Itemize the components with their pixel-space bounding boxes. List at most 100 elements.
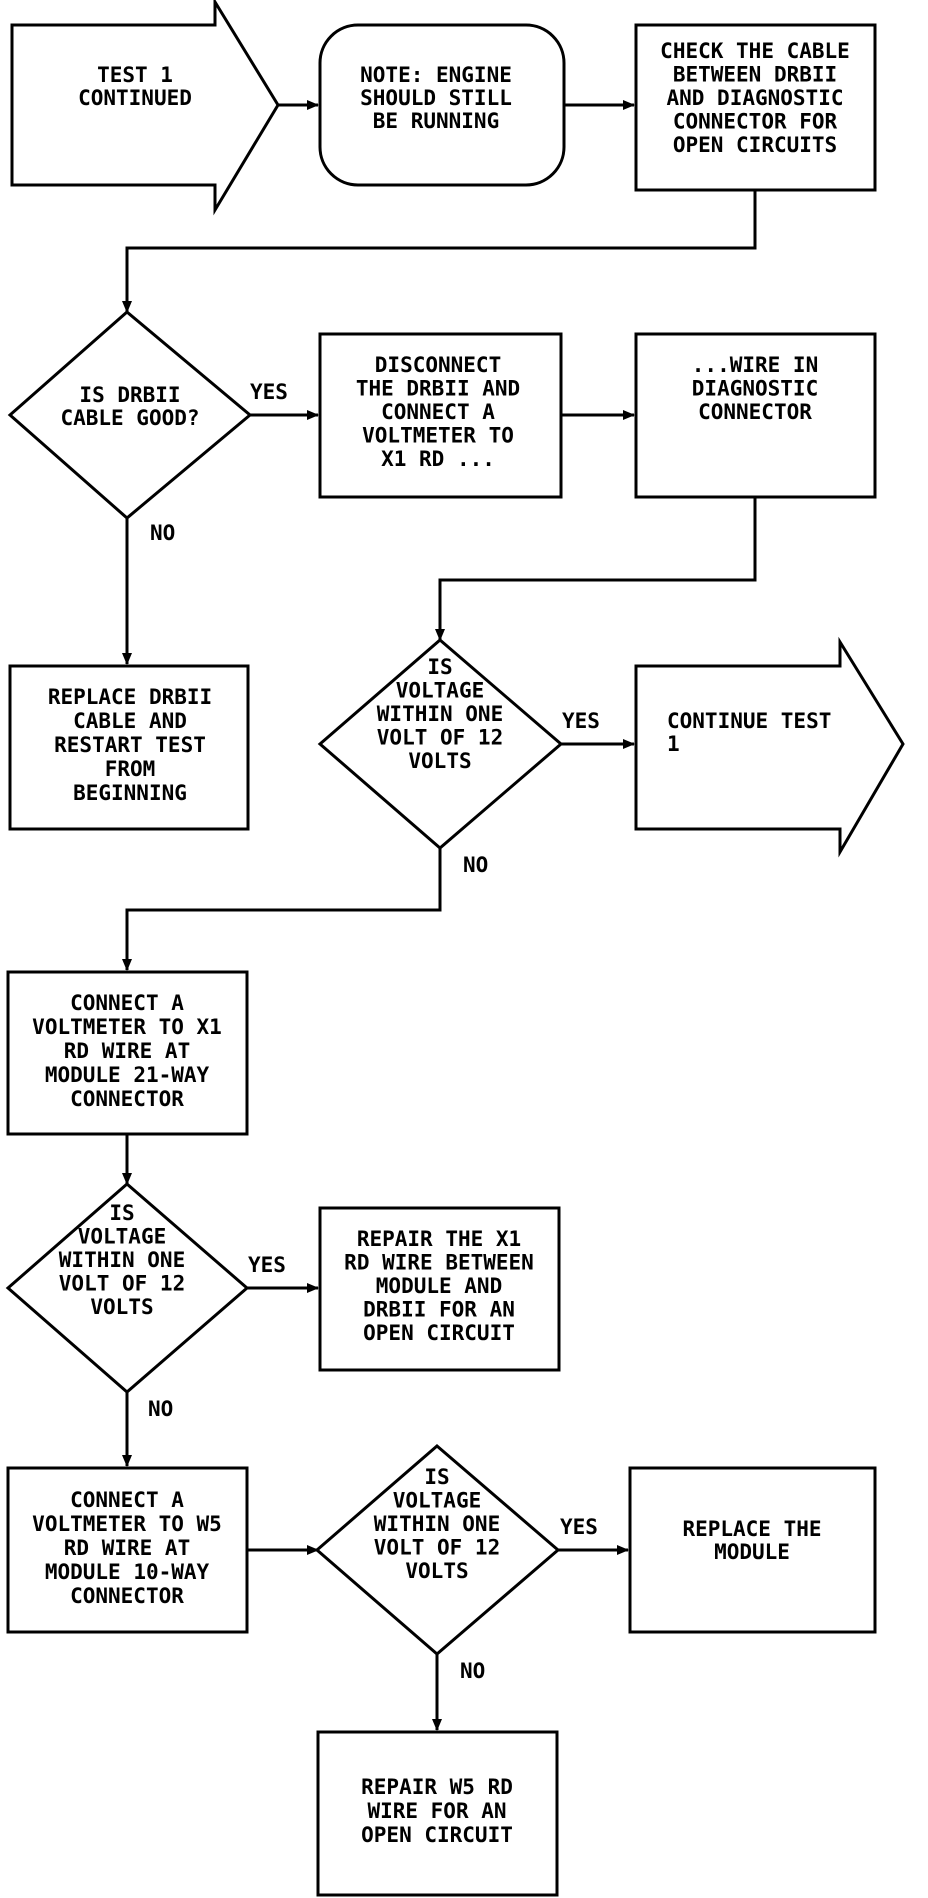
node-text-line: VOLTS: [90, 1295, 153, 1319]
node-text-line: 1: [667, 732, 680, 756]
connector-check-cable-to-decision: [122, 190, 757, 313]
node-text-line: CONNECTOR: [698, 400, 812, 424]
node-text-line: VOLTS: [408, 749, 471, 773]
node-text-line: RD WIRE AT: [64, 1536, 190, 1560]
node-text-line: CONNECT A: [381, 400, 495, 424]
node-text-line: VOLTAGE: [78, 1225, 167, 1249]
cable-good-yes-label: YES: [250, 380, 288, 404]
test1-continued-arrow: [10, 0, 280, 216]
node-text-line: CHECK THE CABLE: [660, 39, 850, 63]
wire-in-diag-box: [634, 332, 877, 499]
node-text-line: VOLT OF 12: [377, 726, 503, 750]
node-text-line: AND DIAGNOSTIC: [666, 86, 843, 110]
node-text-line: DISCONNECT: [375, 353, 501, 377]
node-text-line: VOLTAGE: [393, 1489, 482, 1513]
node-text-line: OPEN CIRCUIT: [363, 1321, 515, 1345]
connector-voltage1-no: [122, 848, 442, 971]
shapes: [5, 0, 905, 1897]
node-text-line: CONTINUE TEST: [667, 709, 831, 733]
voltage3-no-label: NO: [460, 1659, 485, 1683]
node-text-line: RD WIRE AT: [64, 1039, 190, 1063]
node-text-line: VOLT OF 12: [374, 1536, 500, 1560]
connectors: [122, 100, 757, 1731]
replace-module-box: [628, 1466, 877, 1634]
node-text-line: REPAIR THE X1: [357, 1227, 521, 1251]
node-text-line: TEST 1: [97, 63, 173, 87]
cable-good-no-label: NO: [150, 521, 175, 545]
node-text-line: OPEN CIRCUIT: [361, 1823, 513, 1847]
node-text-line: VOLT OF 12: [59, 1272, 185, 1296]
node-text-line: CONNECTOR: [70, 1584, 184, 1608]
node-text-line: REPLACE THE: [682, 1517, 821, 1541]
node-text-line: RESTART TEST: [54, 733, 206, 757]
voltage1-diamond: [317, 638, 564, 850]
node-text-line: VOLTMETER TO W5: [32, 1512, 222, 1536]
node-text-line: CABLE GOOD?: [60, 406, 199, 430]
connect-x1-box: [6, 970, 249, 1136]
node-text-line: REPAIR W5 RD: [361, 1775, 513, 1799]
node-text-line: MODULE AND: [376, 1274, 502, 1298]
node-text-line: WITHIN ONE: [374, 1512, 500, 1536]
node-text-line: RD WIRE BETWEEN: [344, 1251, 534, 1275]
voltage2-yes-label: YES: [248, 1253, 286, 1277]
voltage3-diamond: [314, 1444, 561, 1656]
node-text-line: REPLACE DRBII: [48, 685, 212, 709]
node-text-line: FROM: [105, 757, 156, 781]
repair-x1-box: [318, 1206, 561, 1372]
node-text-line: OPEN CIRCUITS: [673, 133, 837, 157]
voltage1-yes-label: YES: [562, 709, 600, 733]
check-cable-box: [634, 23, 877, 192]
node-text-line: ...WIRE IN: [692, 353, 818, 377]
node-text-line: VOLTMETER TO X1: [32, 1015, 222, 1039]
voltage3-yes-label: YES: [560, 1515, 598, 1539]
node-text-line: IS DRBII: [79, 383, 180, 407]
disconnect-drbii-box: [318, 332, 563, 499]
node-text-line: CONNECT A: [70, 991, 184, 1015]
replace-drbii-cable-box: [8, 664, 250, 831]
node-text-line: IS: [109, 1201, 134, 1225]
connect-w5-box: [6, 1466, 249, 1634]
node-text-line: SHOULD STILL: [360, 86, 512, 110]
node-text-line: IS: [424, 1465, 449, 1489]
node-text-line: BEGINNING: [73, 781, 187, 805]
node-text-line: CONNECTOR FOR: [673, 110, 838, 134]
node-text-line: VOLTMETER TO: [362, 424, 514, 448]
node-text-line: MODULE: [714, 1540, 790, 1564]
node-text-line: MODULE 10-WAY: [45, 1560, 210, 1584]
node-text-line: WITHIN ONE: [377, 702, 503, 726]
node-text-line: DIAGNOSTIC: [692, 377, 818, 401]
connector-wire-to-voltage1: [435, 497, 757, 641]
node-text-line: NOTE: ENGINE: [360, 63, 512, 87]
node-text-line: X1 RD ...: [381, 447, 495, 471]
node-text-line: CONTINUED: [78, 86, 192, 110]
node-text-line: CONNECT A: [70, 1488, 184, 1512]
cable-good-diamond: [7, 310, 253, 520]
node-text-line: VOLTAGE: [396, 679, 485, 703]
node-text-line: VOLTS: [405, 1559, 468, 1583]
node-text-line: CONNECTOR: [70, 1087, 184, 1111]
voltage2-no-label: NO: [148, 1397, 173, 1421]
node-text-line: BE RUNNING: [373, 109, 499, 133]
voltage2-diamond: [5, 1182, 250, 1394]
node-text-line: WITHIN ONE: [59, 1248, 185, 1272]
node-text-line: WIRE FOR AN: [367, 1799, 506, 1823]
node-text-line: THE DRBII AND: [356, 377, 520, 401]
node-text-line: CABLE AND: [73, 709, 187, 733]
note-engine-rounded-box: [318, 23, 566, 187]
continue-test1-arrow: [634, 636, 905, 858]
